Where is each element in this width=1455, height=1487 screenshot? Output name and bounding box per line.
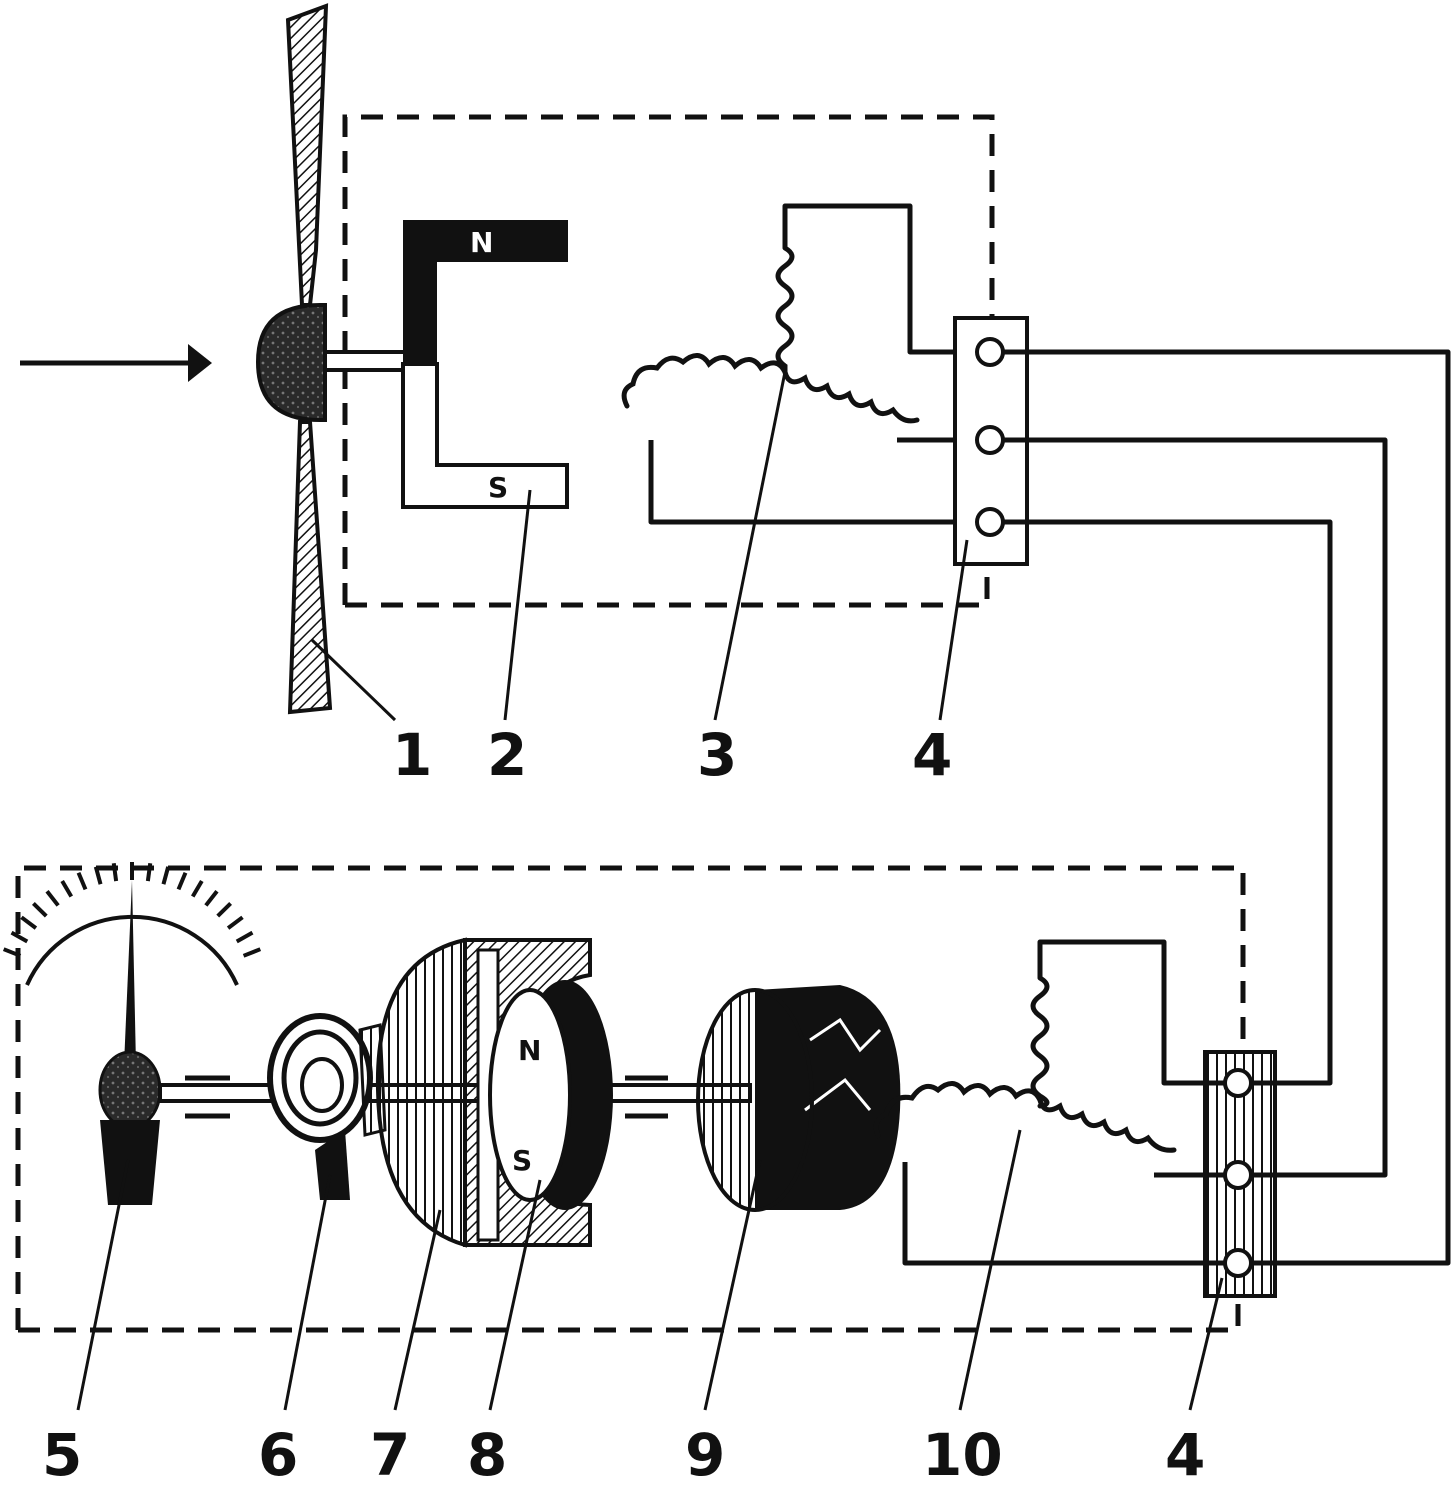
rotor-north-label: N: [518, 1034, 541, 1067]
magnet-north-label: N: [470, 226, 493, 259]
dial-tick: [111, 862, 119, 882]
callout-6: 6: [258, 1421, 298, 1487]
dial-tick: [10, 930, 29, 944]
pointer: [98, 880, 162, 1205]
magnet-south-label: S: [488, 471, 508, 504]
dial-tick: [204, 890, 219, 907]
connecting-line: [1003, 349, 1451, 1266]
callout-labels: 1 2 3 4 5 6 7 8 9 10 4: [42, 721, 1205, 1487]
indicator-housing: [15, 865, 1246, 1333]
dial-tick: [235, 930, 254, 944]
callout-5: 5: [42, 1421, 82, 1487]
callout-9: 9: [685, 1421, 725, 1487]
dial-tick: [161, 866, 171, 885]
callout-7: 7: [370, 1421, 410, 1487]
callout-10: 10: [922, 1421, 1003, 1487]
receiver-terminal-block: [1203, 1050, 1277, 1298]
rotating-magnet: N S: [488, 980, 613, 1210]
motor-rotor: [696, 985, 901, 1212]
hairspring: [267, 1013, 387, 1200]
dial-tick: [60, 879, 74, 898]
dial-tick: [176, 872, 188, 891]
dial-tick: [93, 866, 103, 885]
callout-1: 1: [392, 721, 432, 789]
callout-3: 3: [697, 721, 737, 789]
magnet-rotor: N S: [401, 220, 569, 509]
callout-2: 2: [487, 721, 527, 789]
transmitter-housing: [342, 114, 995, 608]
callout-8: 8: [467, 1421, 507, 1487]
dial-tick: [216, 902, 232, 918]
dial-tick: [20, 915, 38, 930]
dial-tick: [2, 947, 22, 958]
rotor-south-label: S: [512, 1144, 532, 1177]
dial-tick: [145, 862, 153, 882]
callout-4-bottom: 4: [1165, 1421, 1205, 1487]
dial-tick: [242, 947, 262, 958]
wind-direction-arrow: [20, 344, 212, 382]
dial-tick: [45, 890, 60, 907]
dial-tick: [32, 902, 48, 918]
dial-tick: [190, 879, 204, 898]
leader-lines: [76, 371, 1224, 1411]
receiver-stator-winding: [873, 939, 1225, 1266]
transmitter-stator-winding: [621, 203, 975, 525]
dial-tick: [76, 872, 88, 891]
dial-tick: [226, 915, 244, 930]
propeller: [255, 3, 407, 715]
callout-4-top: 4: [912, 721, 952, 789]
